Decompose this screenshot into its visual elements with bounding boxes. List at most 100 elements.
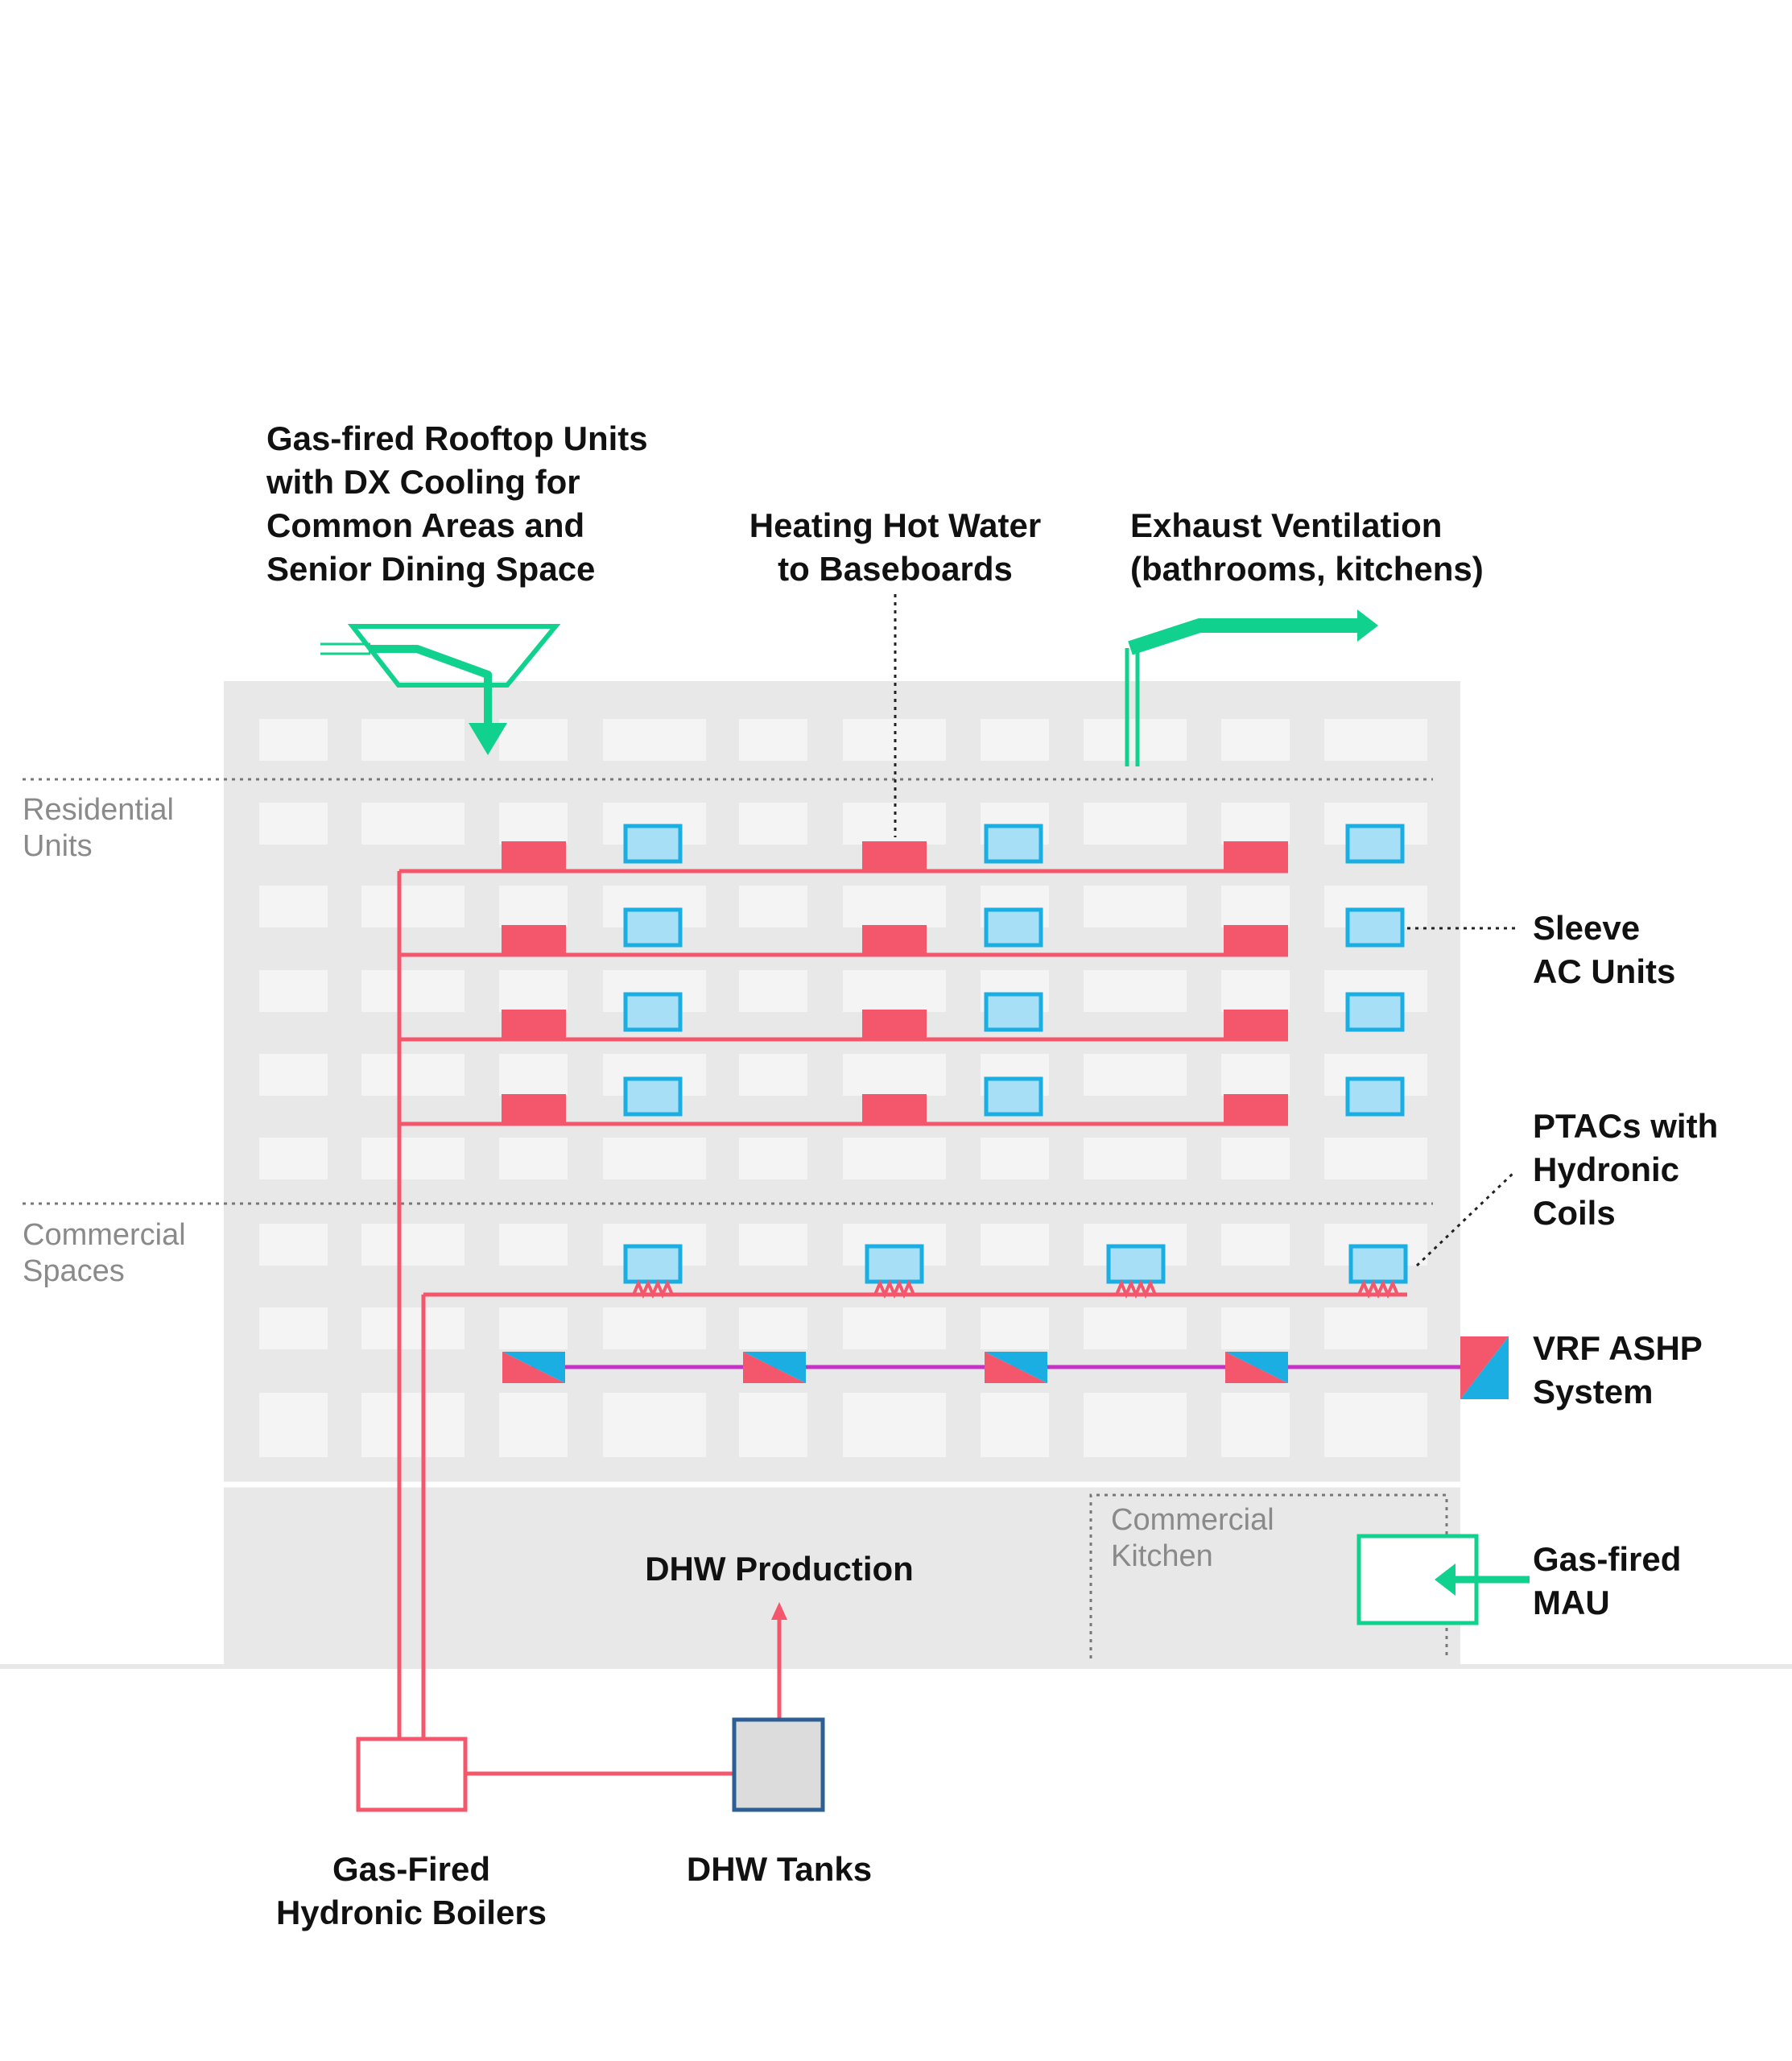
window [739,1054,807,1096]
window [1084,1393,1187,1457]
label-line: to Baseboards [778,550,1013,588]
window [499,1307,568,1349]
vrf-loop [502,1352,1460,1383]
label-line: Spaces [23,1254,125,1288]
label-line: Common Areas and [266,506,585,544]
window [1221,886,1290,927]
label-line: DHW Tanks [686,1850,873,1888]
window [1084,803,1187,845]
window [259,1393,328,1457]
window [843,1054,946,1096]
window [1221,1224,1290,1266]
hydronic-coil [1115,1278,1157,1299]
label-line: PTACs with [1533,1107,1719,1145]
window [1221,719,1290,761]
sleeve-ac-unit [1345,1076,1405,1117]
kitchen-zone-label: Commercial Kitchen [1111,1502,1274,1575]
sleeve-ac-label: Sleeve AC Units [1533,907,1675,993]
sleeve-ac-unit [1345,992,1405,1032]
exhaust-duct [1125,609,1378,766]
window [981,1224,1049,1266]
window [361,1307,465,1349]
baseboard-heater [1224,925,1288,955]
sleeve-ac-unit [984,824,1043,864]
window [259,886,328,927]
sleeve-ac-unit [984,907,1043,948]
sleeve-ac-unit [1345,824,1405,864]
window [981,1393,1049,1457]
window [499,1138,568,1179]
window [1221,970,1290,1012]
baseboard-heater [502,1010,566,1039]
sleeve-ac-unit [623,1076,683,1117]
rooftop-unit [320,624,561,755]
window [1084,886,1187,927]
ptac-leader [1415,1170,1517,1267]
window [259,803,328,845]
window [1084,970,1187,1012]
window [981,719,1049,761]
window [259,970,328,1012]
label-line: DHW Production [645,1550,914,1588]
label-line: Heating Hot Water [749,506,1042,544]
label-line: Residential [23,793,174,827]
dhw-tanks-label: DHW Tanks [618,1848,940,1891]
ptac-unit [623,1244,683,1284]
label-line: Hydronic Boilers [275,1894,547,1931]
window [259,1138,328,1179]
window [361,803,465,845]
label-line: with DX Cooling for [266,463,580,501]
window [843,1307,946,1349]
label-line: Units [23,829,93,863]
gas-mau-label: Gas-fired MAU [1533,1538,1681,1625]
window [499,970,568,1012]
ptac-unit [1106,1244,1166,1284]
window [259,1307,328,1349]
boiler [356,1737,468,1812]
window [499,1393,568,1457]
window [843,803,946,845]
label-line: Gas-Fired [332,1850,491,1888]
window [361,1224,465,1266]
window [603,1307,706,1349]
sleeve-ac-unit [623,907,683,948]
window [843,970,946,1012]
window [1084,719,1187,761]
baseboard-heater [1224,841,1288,871]
window [1221,1393,1290,1457]
baseboard-heater [502,1094,566,1124]
window [1324,1138,1427,1179]
window [739,970,807,1012]
window [361,1054,465,1096]
window [1221,1138,1290,1179]
window [1084,1307,1187,1349]
vrf-indoor-unit-cool [1225,1352,1288,1383]
window [361,719,465,761]
window [843,886,946,927]
vrf-indoor-unit-cool [502,1352,565,1383]
baseboard-heater [502,925,566,955]
sleeve-ac-unit [984,1076,1043,1117]
vrf-indoor-unit-cool [743,1352,806,1383]
window [843,1393,946,1457]
window [1084,1054,1187,1096]
window [1324,1393,1427,1457]
label-line: Gas-fired [1533,1540,1682,1578]
label-line: Commercial [1111,1503,1274,1537]
label-line: Gas-fired Rooftop Units [266,419,648,457]
window [499,886,568,927]
window [739,886,807,927]
window-grid [259,719,1427,1457]
window [739,1307,807,1349]
window [1084,1138,1187,1179]
baseboard-heater [862,925,927,955]
window [1324,719,1427,761]
sleeve-ac-unit [1345,907,1405,948]
exhaust-ventilation-label: Exhaust Ventilation (bathrooms, kitchens… [1130,504,1484,591]
sleeve-ac-unit [623,992,683,1032]
window [1221,1054,1290,1096]
ptac-unit [865,1244,924,1284]
ptac-unit [1348,1244,1408,1284]
window [843,1138,946,1179]
